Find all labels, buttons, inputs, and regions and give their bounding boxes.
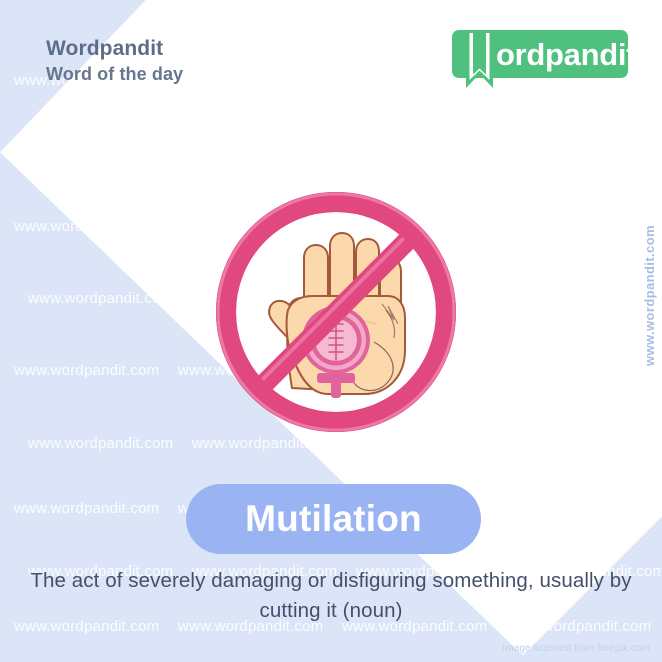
prohibition-slash [250,226,422,398]
image-credit: Image licensed from freepik.com [502,643,650,654]
brand-name: Wordpandit [46,37,164,60]
word-term: Mutilation [245,498,422,539]
word-pill: Mutilation [186,484,481,554]
word-definition: The act of severely damaging or disfigur… [30,569,632,622]
no-female-genital-mutilation-illustration [216,192,456,432]
vertical-website-url: www.wordpandit.com [642,225,657,367]
needle-marks [381,303,399,325]
prohibition-ring-top [216,192,456,432]
wordpandit-logo[interactable]: ordpandit [452,30,637,88]
suture-thread [351,341,394,392]
bookmark-icon [466,30,493,88]
logo-text: ordpandit [496,36,637,72]
prohibition-ring-outer-glow [216,192,456,432]
header-block: Wordpandit Word of the day [46,36,183,86]
header-subtitle: Word of the day [46,63,184,84]
finger-index [303,243,329,305]
